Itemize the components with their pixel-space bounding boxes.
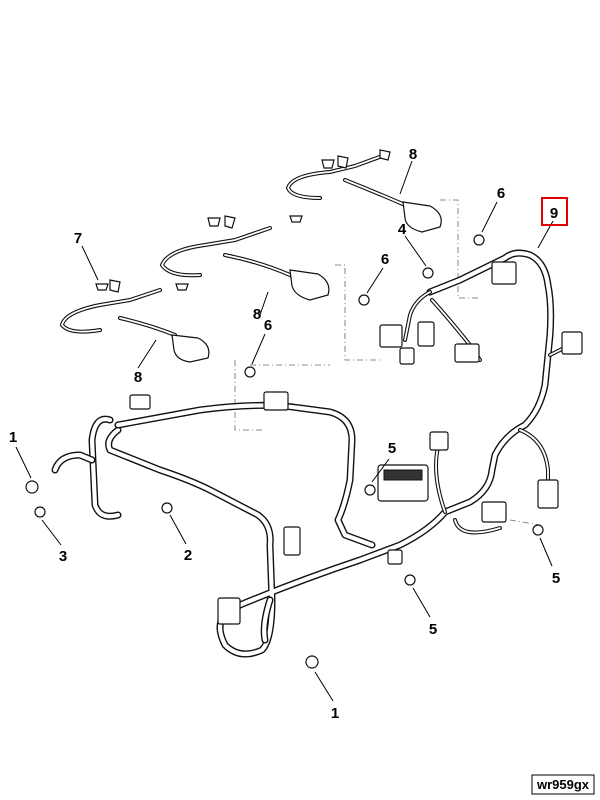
callout-labels: 1 3 2 1 5 5 5 4 6 6 6 7 8 8 8 9 — [9, 146, 560, 722]
sensor-harness-left — [59, 288, 210, 363]
callout-8-top: 8 — [409, 146, 417, 163]
leader-lines — [15, 160, 554, 702]
sensor-harness-middle — [159, 226, 330, 301]
callout-9: 9 — [550, 205, 558, 222]
callout-4: 4 — [398, 221, 407, 238]
callout-7: 7 — [74, 230, 82, 247]
harness-clips — [95, 149, 391, 293]
callout-6-middle: 6 — [381, 251, 389, 268]
sensor-harness-right — [285, 153, 442, 233]
callout-2: 2 — [184, 547, 192, 564]
callout-8-middle: 8 — [253, 306, 261, 323]
main-harness — [51, 249, 572, 658]
alignment-lines — [234, 199, 541, 526]
callout-5-center: 5 — [388, 440, 396, 457]
callout-6-upper: 6 — [497, 185, 505, 202]
callout-1-bottom: 1 — [331, 705, 339, 722]
callout-9-highlight-box — [541, 197, 568, 226]
callout-1-top: 1 — [9, 429, 17, 446]
callout-8-bottom: 8 — [134, 369, 142, 386]
fasteners — [25, 234, 544, 669]
callout-6-lower: 6 — [264, 317, 272, 334]
reference-code: wr959gx — [536, 777, 590, 792]
reference-code-box — [531, 774, 595, 795]
harness-connectors — [129, 261, 583, 625]
callout-5-right: 5 — [552, 570, 560, 587]
callout-3: 3 — [59, 548, 67, 565]
callout-5-bottom: 5 — [429, 621, 437, 638]
